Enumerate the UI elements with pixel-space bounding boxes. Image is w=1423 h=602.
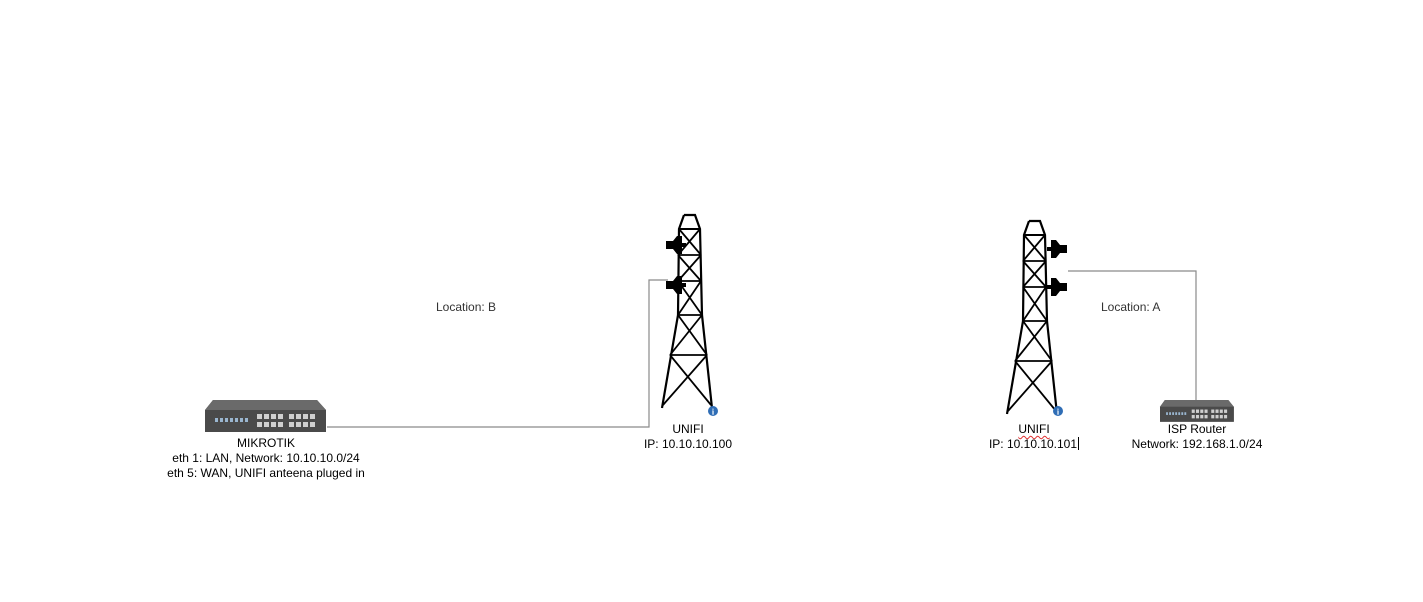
mikrotik-switch-icon bbox=[205, 400, 326, 432]
mikrotik-eth1: eth 1: LAN, Network: 10.10.10.0/24 bbox=[172, 451, 360, 465]
svg-text:i: i bbox=[1057, 408, 1060, 417]
isp-router-label[interactable]: ISP Router Network: 192.168.1.0/24 bbox=[1116, 422, 1278, 452]
mikrotik-label[interactable]: MIKROTIK eth 1: LAN, Network: 10.10.10.0… bbox=[136, 436, 396, 481]
unifi-b-tower-icon bbox=[660, 213, 714, 410]
isp-router-switch-icon bbox=[1160, 400, 1234, 422]
location-a-label: Location: A bbox=[1101, 300, 1161, 314]
connector-mikrotik-unifi-b bbox=[327, 279, 668, 428]
unifi-a-label[interactable]: UNIFI IP: 10.10.10.101 bbox=[964, 422, 1104, 452]
mikrotik-name: MIKROTIK bbox=[236, 436, 295, 450]
unifi-b-name: UNIFI bbox=[672, 422, 704, 436]
isp-router-network: Network: 192.168.1.0/24 bbox=[1131, 437, 1263, 451]
unifi-b-label[interactable]: UNIFI IP: 10.10.10.100 bbox=[618, 422, 758, 452]
isp-router-name: ISP Router bbox=[1167, 422, 1227, 436]
text-cursor bbox=[1078, 437, 1080, 450]
unifi-a-info-icon[interactable]: i bbox=[1053, 406, 1063, 417]
unifi-a-name: UNIFI bbox=[1018, 422, 1050, 436]
svg-text:i: i bbox=[712, 408, 715, 417]
unifi-a-ip: IP: 10.10.10.101 bbox=[988, 437, 1078, 451]
unifi-b-ip: IP: 10.10.10.100 bbox=[643, 437, 733, 451]
mikrotik-eth5: eth 5: WAN, UNIFI anteena pluged in bbox=[167, 466, 365, 480]
unifi-a-tower-icon bbox=[1005, 219, 1067, 416]
connector-unifi-a-isp-router bbox=[1068, 270, 1197, 402]
unifi-b-info-icon[interactable]: i bbox=[708, 406, 718, 417]
location-b-label: Location: B bbox=[436, 300, 497, 314]
